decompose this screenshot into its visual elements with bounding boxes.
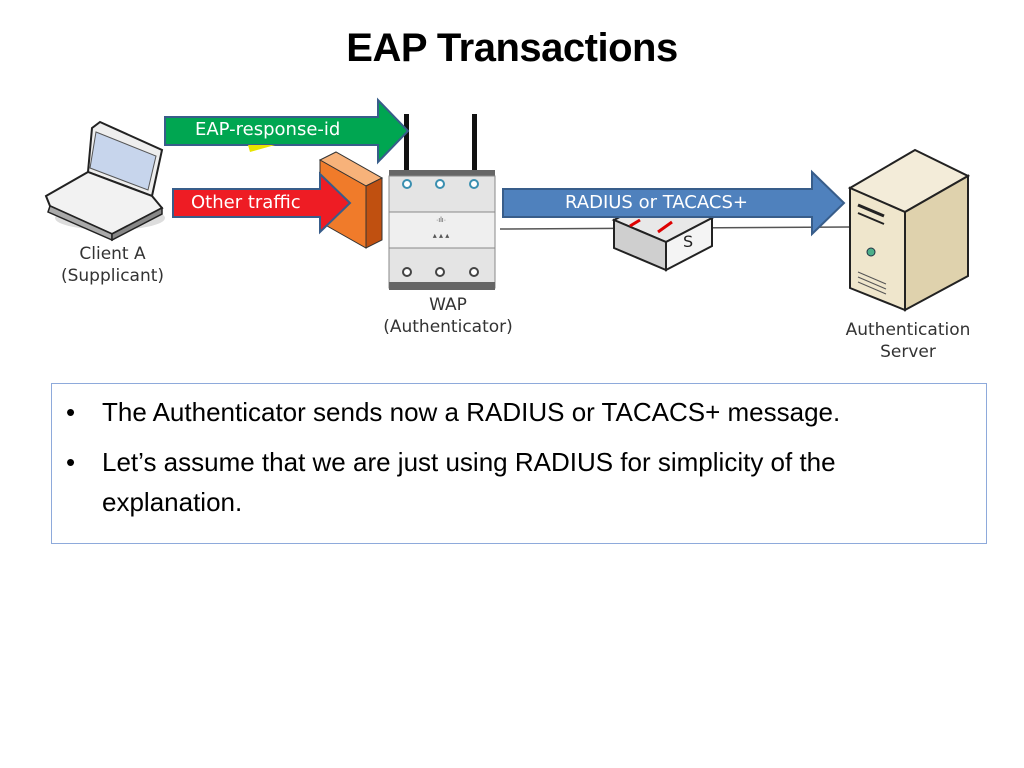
- client-label: Client A (Supplicant): [40, 243, 185, 287]
- network-diagram: ·ılı· ▴ ▴ ▴: [44, 97, 971, 312]
- bullet-list: • The Authenticator sends now a RADIUS o…: [60, 392, 976, 532]
- wap-role: (Authenticator): [383, 317, 513, 337]
- switch-badge: S: [683, 232, 694, 251]
- server-label: Authentication Server: [828, 319, 988, 363]
- slide-title: EAP Transactions: [346, 26, 678, 70]
- callout-tail: [248, 145, 275, 152]
- eap-arrow: [164, 97, 410, 165]
- bullet-marker: •: [66, 447, 76, 477]
- svg-text:·ılı·: ·ılı·: [436, 217, 446, 224]
- wireless-access-point-icon: ·ılı· ▴ ▴ ▴: [388, 114, 496, 290]
- radius-arrow: [502, 169, 846, 237]
- svg-text:▴ ▴ ▴: ▴ ▴ ▴: [433, 231, 450, 240]
- bullet-marker: •: [66, 397, 76, 427]
- bullet-item: • The Authenticator sends now a RADIUS o…: [60, 392, 976, 432]
- wap-name: WAP: [429, 295, 467, 315]
- other-traffic-arrow-label: Other traffic: [191, 192, 301, 213]
- eap-arrow-label: EAP-response-id: [195, 119, 341, 140]
- wap-label: WAP (Authenticator): [368, 294, 528, 338]
- bullet-text: Let’s assume that we are just using RADI…: [102, 447, 836, 517]
- laptop-icon: [44, 120, 165, 242]
- server-name-line1: Authentication: [845, 320, 971, 340]
- bullet-item: • Let’s assume that we are just using RA…: [60, 442, 976, 522]
- other-traffic-arrow: [172, 171, 352, 235]
- server-icon: [847, 148, 971, 312]
- radius-arrow-label: RADIUS or TACACS+: [565, 192, 748, 213]
- bullet-text: The Authenticator sends now a RADIUS or …: [102, 397, 841, 427]
- client-name: Client A: [79, 244, 146, 264]
- server-name-line2: Server: [880, 342, 936, 362]
- client-role: (Supplicant): [60, 266, 165, 286]
- content-box: • The Authenticator sends now a RADIUS o…: [51, 383, 987, 544]
